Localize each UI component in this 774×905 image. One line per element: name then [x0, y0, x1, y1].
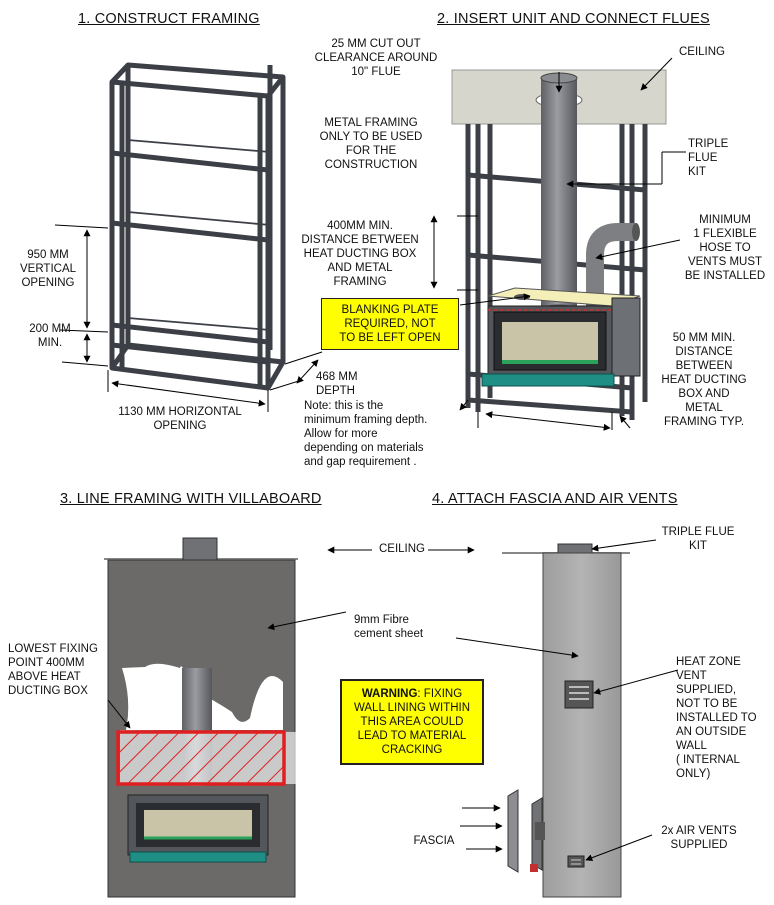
step4-air-vent [567, 855, 585, 868]
step1-dimensions [54, 224, 323, 412]
label-triple-flue-step2: TRIPLE FLUE KIT [688, 138, 729, 178]
label-cutout-clearance: 25 MM CUT OUT CLEARANCE AROUND 10" FLUE [314, 38, 438, 78]
heading-step4: 4. ATTACH FASCIA AND AIR VENTS [432, 491, 678, 507]
label-ceiling-step3: CEILING [378, 543, 425, 555]
step2-flue [540, 72, 578, 316]
warning-title: WARNING [361, 688, 418, 700]
step2-dimensions [430, 215, 631, 431]
label-distance-400: 400MM MIN. DISTANCE BETWEEN HEAT DUCTING… [301, 220, 419, 288]
step1-frame-back-rails [127, 139, 271, 331]
label-horizontal-opening: 1130 MM HORIZONTAL OPENING [118, 406, 242, 432]
label-min-base: 200 MM MIN. [29, 323, 71, 349]
step3-leaders [107, 546, 475, 729]
label-heat-zone-vent: HEAT ZONE VENT SUPPLIED, NOT TO BE INSTA… [676, 656, 757, 780]
heading-step2: 2. INSERT UNIT AND CONNECT FLUES [437, 11, 710, 27]
step1-frame [109, 62, 286, 391]
heading-step1: 1. CONSTRUCT FRAMING [78, 11, 260, 27]
step3-ceiling [104, 537, 298, 561]
warning-box: WARNING: FIXING WALL LINING WITHIN THIS … [340, 679, 484, 765]
label-fibre-cement: 9mm Fibre cement sheet [354, 614, 424, 640]
label-blanking-plate: BLANKING PLATE REQUIRED, NOT TO BE LEFT … [321, 298, 459, 350]
step4-heat-zone-vent [564, 680, 594, 709]
step3-wall [107, 559, 296, 898]
step4-leaders [455, 539, 679, 862]
step4-fascia [507, 789, 545, 873]
step2-leaders [459, 57, 686, 306]
step3-warning-zone [116, 730, 286, 786]
label-air-vents: 2x AIR VENTS SUPPLIED [661, 825, 737, 851]
step4-ceiling [502, 543, 630, 554]
label-lowest-fixing: LOWEST FIXING POINT 400MM ABOVE HEAT DUC… [8, 643, 98, 697]
label-triple-flue-step4: TRIPLE FLUE KIT [661, 526, 735, 552]
label-fascia: FASCIA [413, 835, 455, 847]
label-vertical-opening: 950 MM VERTICAL OPENING [19, 249, 77, 289]
label-depth-note: Note: this is the minimum framing depth.… [304, 400, 428, 468]
warning-text: : FIXING WALL LINING WITHIN THIS AREA CO… [353, 688, 471, 756]
heading-step3: 3. LINE FRAMING WITH VILLABOARD [60, 491, 322, 507]
label-distance-50: 50 MM MIN. DISTANCE BETWEEN HEAT DUCTING… [661, 332, 747, 428]
label-depth: 468 MM DEPTH [316, 371, 358, 397]
step2-fireplace-unit [481, 287, 641, 387]
label-ceiling-step2: CEILING [678, 46, 725, 58]
step4-wall [542, 552, 622, 898]
label-metal-framing: METAL FRAMING ONLY TO BE USED FOR THE CO… [319, 117, 423, 171]
label-flex-hose: MINIMUM 1 FLEXIBLE HOSE TO VENTS MUST BE… [684, 214, 766, 282]
